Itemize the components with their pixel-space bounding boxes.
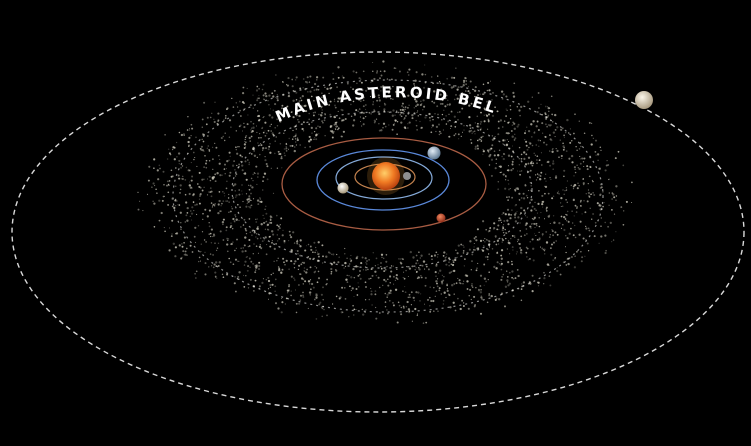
asteroid-belt-inner-boundary	[231, 111, 533, 269]
jupiter	[635, 91, 653, 109]
sun	[372, 162, 400, 190]
earth-orbit	[316, 149, 450, 211]
jupiter-orbit	[11, 51, 745, 413]
mercury	[403, 172, 411, 180]
mars	[436, 213, 446, 223]
earth	[427, 146, 441, 160]
venus	[337, 182, 349, 194]
venus-orbit	[335, 156, 433, 200]
asteroid-belt-outer-boundary	[172, 79, 604, 313]
mars-orbit	[281, 137, 487, 231]
